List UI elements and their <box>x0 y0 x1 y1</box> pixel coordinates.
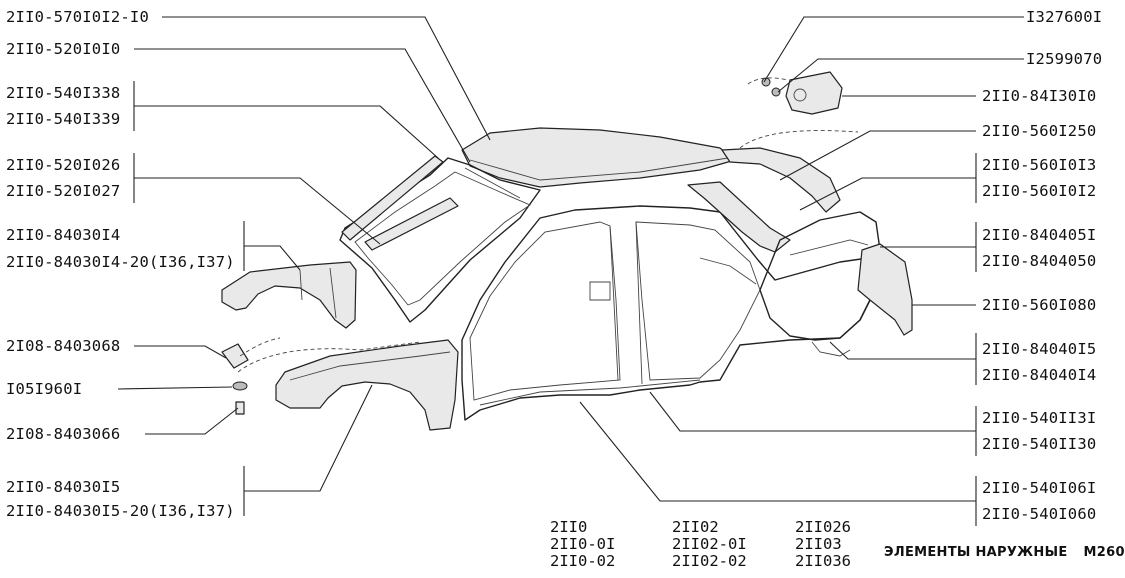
leader-lines <box>117 16 1024 526</box>
body-side <box>461 205 871 421</box>
label-sill-left: 2II0-540II3I <box>982 409 1097 427</box>
label-sill-right: 2II0-540II30 <box>982 435 1097 453</box>
footer-code: M260 <box>1083 545 1125 560</box>
models-column-3: 2II026 2II03 2II036 <box>795 519 851 570</box>
label-fuel-flap: 2II0-84I30I0 <box>982 87 1097 105</box>
label-roof: 2II0-570I0I2-I0 <box>6 8 149 26</box>
model-item: 2II0-02 <box>550 552 616 570</box>
label-screw: I327600I <box>1026 8 1103 26</box>
model-item: 2II02-02 <box>672 552 747 570</box>
label-rear-panel-cover: 2II0-560I250 <box>982 122 1097 140</box>
label-drip-left: 2II0-540I338 <box>6 84 121 102</box>
rear-pillar <box>687 181 791 253</box>
front-mudguard <box>221 261 357 329</box>
drip-rail <box>341 155 444 241</box>
label-rear-wing-left: 2II0-840405I <box>982 226 1097 244</box>
bracket-nut-bolt <box>221 343 249 415</box>
label-side-left: 2II0-540I06I <box>982 479 1097 497</box>
rear-wheel-arch <box>811 341 851 357</box>
a-pillar-trim <box>364 197 459 251</box>
page-footer: ЭЛЕМЕНТЫ НАРУЖНЫЕ M260 <box>884 545 1125 560</box>
rear-panel-cover <box>721 147 841 213</box>
model-item: 2II036 <box>795 552 851 570</box>
roof-panel <box>461 127 736 188</box>
model-item: 2II026 <box>795 518 851 536</box>
label-nut: I05I960I <box>6 380 83 398</box>
model-item: 2II03 <box>795 535 842 553</box>
label-rear-pillar-left: 2II0-560I0I3 <box>982 156 1097 174</box>
label-bracket: 2I08-8403068 <box>6 337 121 355</box>
label-rear-wing-right: 2II0-8404050 <box>982 252 1097 270</box>
label-mudguard-front-alt: 2II0-84030I4-20(I36,I37) <box>6 253 235 271</box>
label-front-wing-alt: 2II0-84030I5-20(I36,I37) <box>6 502 235 520</box>
label-wheel-arch-right: 2II0-84040I4 <box>982 366 1097 384</box>
label-side-right: 2II0-540I060 <box>982 505 1097 523</box>
label-bolt: 2I08-8403066 <box>6 425 121 443</box>
model-item: 2II02-0I <box>672 535 747 553</box>
label-mudguard-front: 2II0-84030I4 <box>6 226 121 244</box>
label-rear-pillar-right: 2II0-560I0I2 <box>982 182 1097 200</box>
label-wheel-arch-left: 2II0-84040I5 <box>982 340 1097 358</box>
label-rear-panel: 2II0-560I080 <box>982 296 1097 314</box>
model-item: 2II0-0I <box>550 535 616 553</box>
models-column-2: 2II02 2II02-0I 2II02-02 <box>672 519 747 570</box>
rear-panel <box>857 243 913 336</box>
model-item: 2II0 <box>550 518 588 536</box>
label-windshield-frame: 2II0-520I0I0 <box>6 40 121 58</box>
models-column-1: 2II0 2II0-0I 2II0-02 <box>550 519 615 570</box>
footer-title: ЭЛЕМЕНТЫ НАРУЖНЫЕ <box>884 545 1068 560</box>
flap-screw-and-washer <box>761 77 781 97</box>
label-pillar-a-left: 2II0-520I026 <box>6 156 121 174</box>
fuel-flap <box>785 71 843 115</box>
label-pillar-a-right: 2II0-520I027 <box>6 182 121 200</box>
rear-wing <box>759 211 881 341</box>
front-wing <box>275 339 459 431</box>
label-washer: I2599070 <box>1026 50 1103 68</box>
model-item: 2II02 <box>672 518 719 536</box>
label-front-wing: 2II0-84030I5 <box>6 478 121 496</box>
label-drip-right: 2II0-540I339 <box>6 110 121 128</box>
